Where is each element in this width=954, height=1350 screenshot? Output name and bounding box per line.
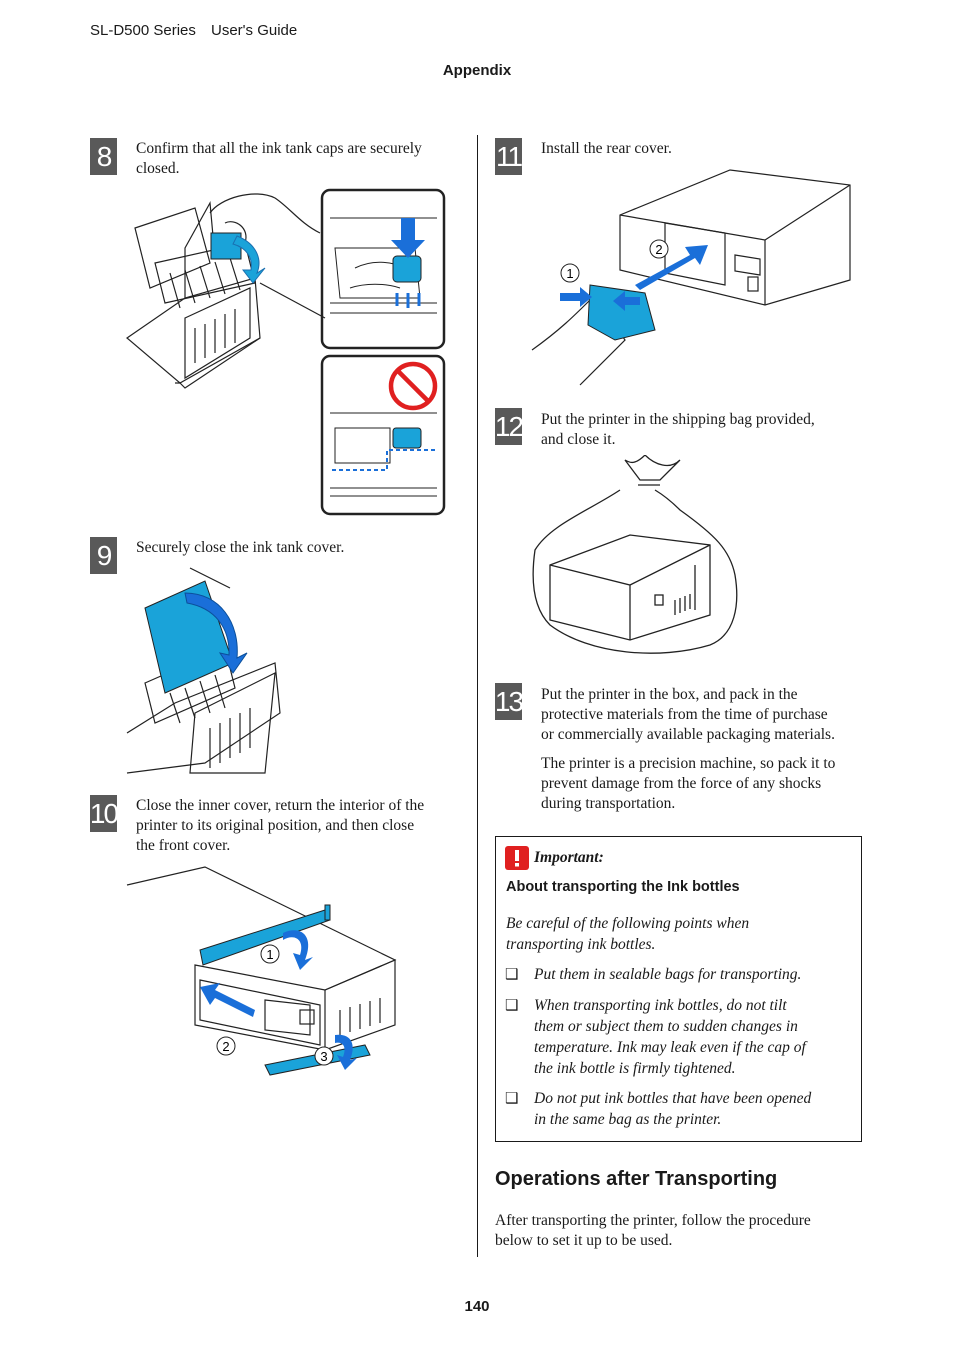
- column-divider: [477, 135, 478, 1257]
- step-12-line: Put the printer in the shipping bag prov…: [541, 411, 815, 428]
- step-9-text: Securely close the ink tank cover.: [136, 539, 345, 556]
- important-intro-line: Be careful of the following points when: [506, 915, 750, 932]
- header-guide: User's Guide: [211, 22, 298, 39]
- operations-line: below to set it up to be used.: [495, 1232, 673, 1249]
- step-13-text: Put the printer in the box, and pack in …: [541, 685, 835, 745]
- step-10-text: Close the inner cover, return the interi…: [136, 796, 424, 856]
- operations-text: After transporting the printer, follow t…: [495, 1211, 811, 1251]
- step-13-line: or commercially available packaging mate…: [541, 726, 835, 743]
- important-bullet-2: When transporting ink bottles, do not ti…: [534, 995, 806, 1079]
- bullet-line: in the same bag as the printer.: [534, 1111, 722, 1128]
- operations-heading: Operations after Transporting: [495, 1168, 778, 1190]
- callout-2: 2: [655, 242, 662, 257]
- step-13-note-line: during transportation.: [541, 795, 676, 812]
- callout-1: 1: [566, 266, 573, 281]
- important-title: About transporting the Ink bottles: [506, 879, 740, 895]
- step-9-number: 9: [90, 537, 117, 574]
- important-bullet-1: Put them in sealable bags for transporti…: [534, 964, 801, 985]
- important-intro-line: transporting ink bottles.: [506, 936, 656, 953]
- warning-icon: [505, 846, 529, 870]
- rear-cover-illustration: 1 2: [531, 169, 851, 386]
- step-8-line: Confirm that all the ink tank caps are s…: [136, 140, 422, 157]
- operations-line: After transporting the printer, follow t…: [495, 1212, 811, 1229]
- step-8-text: Confirm that all the ink tank caps are s…: [136, 139, 422, 179]
- step-10-line: Close the inner cover, return the interi…: [136, 797, 425, 814]
- callout-1: 1: [266, 947, 273, 962]
- important-intro: Be careful of the following points when …: [506, 913, 749, 955]
- important-bullet-3: Do not put ink bottles that have been op…: [534, 1088, 811, 1130]
- bullet-marker: ❑: [505, 998, 519, 1014]
- bullet-line: Put them in sealable bags for transporti…: [534, 966, 802, 983]
- front-cover-illustration: 1 2 3: [126, 866, 397, 1076]
- bullet-line: them or subject them to sudden changes i…: [534, 1018, 798, 1035]
- bullet-marker: ❑: [505, 967, 519, 983]
- bullet-line: When transporting ink bottles, do not ti…: [534, 997, 787, 1014]
- important-box: Important: About transporting the Ink bo…: [495, 836, 862, 1142]
- step-8-number: 8: [90, 138, 117, 175]
- shipping-bag-illustration: [532, 455, 738, 654]
- step-8-line: closed.: [136, 160, 180, 177]
- important-label: Important:: [534, 849, 604, 866]
- bullet-line: the ink bottle is firmly tightened.: [534, 1060, 736, 1077]
- section-title: Appendix: [442, 62, 512, 79]
- step-11-number: 11: [495, 138, 523, 175]
- step-12-line: and close it.: [541, 431, 616, 448]
- step-10-line: the front cover.: [136, 837, 231, 854]
- step-12-number: 12: [495, 408, 524, 445]
- bullet-line: Do not put ink bottles that have been op…: [534, 1090, 812, 1107]
- bullet-line: temperature. Ink may leak even if the ca…: [534, 1039, 806, 1056]
- ink-tank-caps-illustration: [126, 188, 446, 516]
- page-number: 140: [464, 1298, 490, 1315]
- step-13-line: Put the printer in the box, and pack in …: [541, 686, 798, 703]
- step-13-note-line: The printer is a precision machine, so p…: [541, 755, 836, 772]
- step-10-number: 10: [90, 795, 119, 832]
- step-13-note-line: prevent damage from the force of any sho…: [541, 775, 822, 792]
- bullet-marker: ❑: [505, 1091, 519, 1107]
- step-11-text: Install the rear cover.: [541, 140, 672, 157]
- ink-tank-cover-illustration: [126, 567, 281, 774]
- step-13-line: protective materials from the time of pu…: [541, 706, 828, 723]
- step-13-number: 13: [495, 683, 524, 720]
- callout-2: 2: [222, 1039, 229, 1054]
- callout-3: 3: [320, 1049, 327, 1064]
- header-product: SL-D500 Series: [90, 22, 196, 39]
- step-13-note: The printer is a precision machine, so p…: [541, 754, 835, 814]
- step-10-line: printer to its original position, and th…: [136, 817, 415, 834]
- step-12-text: Put the printer in the shipping bag prov…: [541, 410, 815, 450]
